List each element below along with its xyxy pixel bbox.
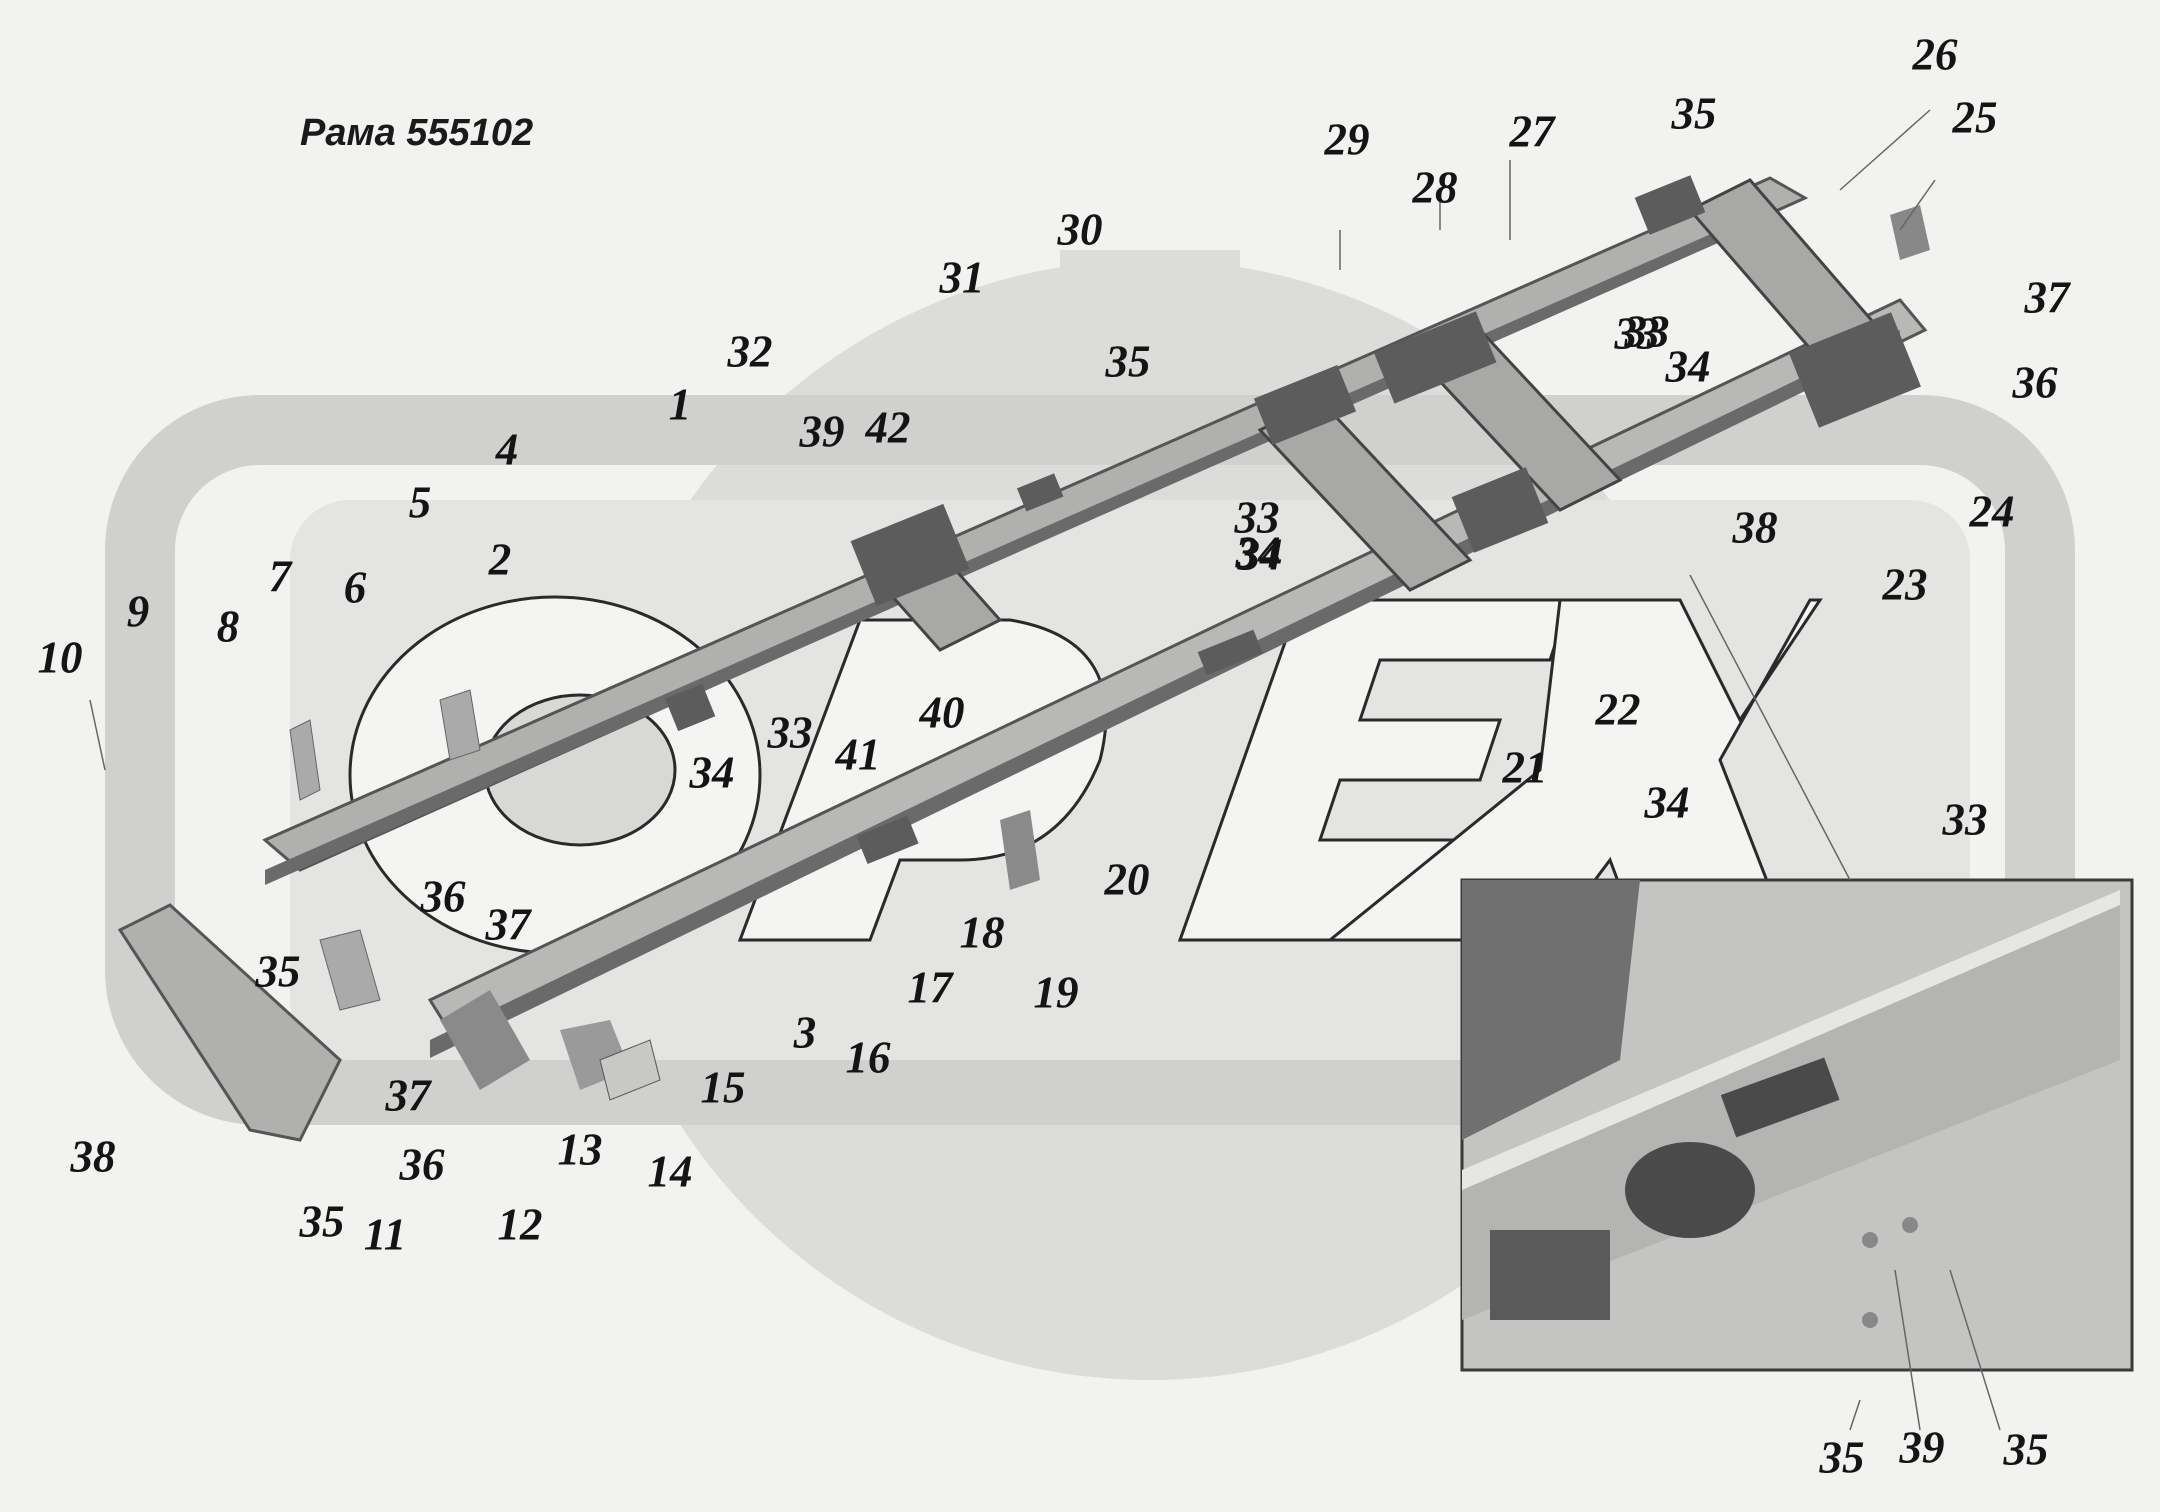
callout-label: 21 xyxy=(1502,742,1548,793)
callout-label: 37 xyxy=(385,1070,431,1121)
callout-label: 28 xyxy=(1412,162,1458,213)
callout-label: 19 xyxy=(1033,967,1079,1018)
callout-label: 11 xyxy=(363,1209,407,1260)
frame-brackets xyxy=(665,175,1921,865)
callout-label: 25 xyxy=(1952,92,1998,143)
callout-label: 35 xyxy=(299,1196,345,1247)
callout-label: 33 xyxy=(1234,492,1280,543)
callout-label: 9 xyxy=(126,586,150,637)
callout-label: 10 xyxy=(37,632,83,683)
callout-label: 36 xyxy=(399,1139,445,1190)
diagram-title: Рама 555102 xyxy=(300,112,534,154)
callout-label: 12 xyxy=(497,1199,543,1250)
callout-label: 30 xyxy=(1057,204,1103,255)
callout-label: 37 xyxy=(2024,272,2070,323)
callout-label: 17 xyxy=(907,962,953,1013)
callout-label: 34 xyxy=(1644,777,1690,828)
callout-label: 35 xyxy=(1105,336,1151,387)
callout-label: 41 xyxy=(835,729,881,780)
watermark-rounded-frame xyxy=(105,395,2075,1125)
callout-label: 31 xyxy=(939,252,985,303)
callout-label: 35 xyxy=(1819,1432,1865,1483)
callout-label: 1 xyxy=(668,379,692,430)
callout-label: 38 xyxy=(1732,502,1778,553)
callout-label: 15 xyxy=(700,1062,746,1113)
callout-label: 35 xyxy=(2003,1424,2049,1475)
callout-label: 34 xyxy=(689,747,735,798)
callout-label: 37 xyxy=(485,899,531,950)
callout-label: 22 xyxy=(1595,684,1641,735)
callout-label: 14 xyxy=(647,1146,693,1197)
callout-label: 24 xyxy=(1969,486,2015,537)
callout-label: 4 xyxy=(495,424,519,475)
callout-label: 33 xyxy=(1614,308,1660,359)
callout-label: 39 xyxy=(799,406,845,457)
callout-label: 16 xyxy=(845,1032,891,1083)
callout-label: 32 xyxy=(727,326,773,377)
callout-label: 8 xyxy=(216,601,240,652)
callout-label: 23 xyxy=(1882,559,1928,610)
callout-label: 29 xyxy=(1324,114,1370,165)
callout-label: 33 xyxy=(1942,794,1988,845)
callout-label: 33 xyxy=(1624,306,1670,357)
callout-label: 35 xyxy=(255,946,301,997)
callout-label: 35 xyxy=(1671,88,1717,139)
callout-label: 18 xyxy=(959,907,1005,958)
callout-label: 20 xyxy=(1104,854,1150,905)
front-bumper xyxy=(117,205,1930,1142)
callout-label: 5 xyxy=(408,477,432,528)
callout-label: 34 xyxy=(1237,529,1283,580)
callout-label: 42 xyxy=(865,402,911,453)
callout-label: 3 xyxy=(793,1007,817,1058)
callout-label: 6 xyxy=(343,562,367,613)
callout-label: 27 xyxy=(1509,106,1555,157)
callout-label: 7 xyxy=(268,551,292,602)
callout-label: 38 xyxy=(70,1131,116,1182)
detail-inset xyxy=(1460,878,2134,1372)
callout-label: 26 xyxy=(1912,29,1958,80)
callout-label: 40 xyxy=(919,687,965,738)
callout-label: 36 xyxy=(420,871,466,922)
callout-label: 2 xyxy=(488,534,512,585)
callout-label: 34 xyxy=(1665,341,1711,392)
leader-lines xyxy=(89,109,2001,1431)
callout-label: 33 xyxy=(767,707,813,758)
callout-label: 36 xyxy=(2012,357,2058,408)
callout-label: 39 xyxy=(1899,1422,1945,1473)
callout-label: 34 xyxy=(1235,527,1281,578)
callout-label: 13 xyxy=(557,1124,603,1175)
